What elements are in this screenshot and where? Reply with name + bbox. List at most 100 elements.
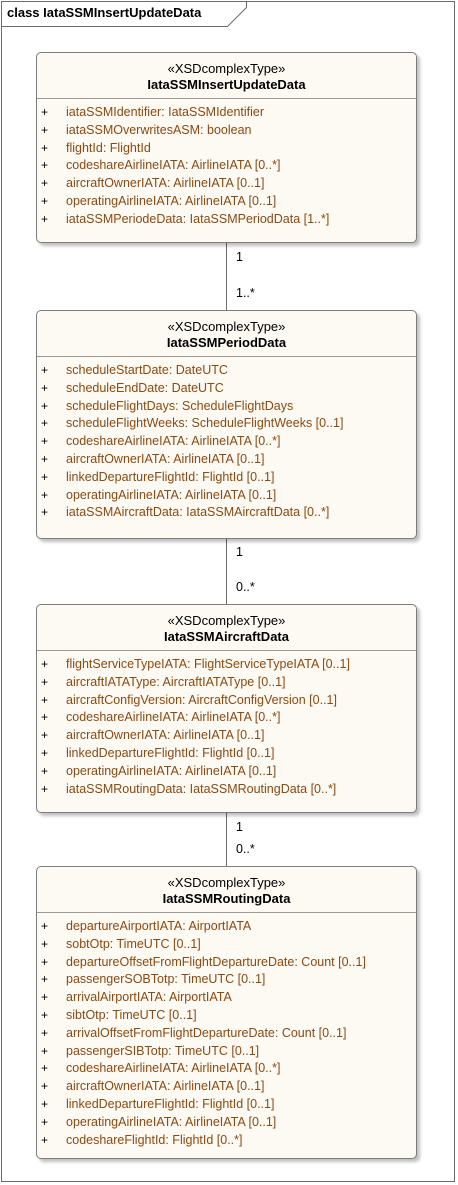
class-name: IataSSMRoutingData [162,891,291,906]
attribute-row[interactable]: +aircraftOwnerIATA: AirlineIATA [0..1] [37,727,416,745]
attribute-text: codeshareAirlineIATA: AirlineIATA [0..*] [66,434,281,449]
visibility-marker: + [41,398,49,413]
attribute-text: arrivalOffsetFromFlightDepartureDate: Co… [66,1025,347,1040]
attribute-text: codeshareAirlineIATA: AirlineIATA [0..*] [66,710,281,725]
attribute-row[interactable]: + codeshareAirlineIATA: AirlineIATA [0..*… [37,709,416,727]
association-1-source-multiplicity: 1 [236,250,243,264]
frame-title: class IataSSMInsertUpdateData [7,5,202,20]
visibility-marker: + [41,416,49,431]
attribute-text: flightId: FlightId [66,140,151,155]
class-header: «XSDcomplexType» IataSSMPeriodData [37,311,416,357]
attribute-row[interactable]: +aircraftOwnerIATA: AirlineIATA [0..1] [37,451,416,469]
association-3-target-multiplicity: 0..* [236,842,255,856]
visibility-marker: + [41,451,49,466]
attribute-text: iataSSMOverwritesASM: boolean [66,122,252,137]
attribute-row[interactable]: +iataSSMAircraftData: IataSSMAircraftDat… [37,504,416,522]
visibility-marker: + [41,380,49,395]
attribute-row[interactable]: +codeshareAirlineIATA: AirlineIATA [0..*… [37,1060,416,1078]
attribute-row[interactable]: +sobtOtp: TimeUTC [0..1] [37,936,416,954]
attribute-row[interactable]: +passengerSOBTotp: TimeUTC [0..1] [37,971,416,989]
attribute-text: linkedDepartureFlightId: FlightId [0..1] [66,469,275,484]
attribute-text: linkedDepartureFlightId: FlightId [0..1] [66,1096,275,1111]
attribute-row[interactable]: +operatingAirlineIATA: AirlineIATA [0..1… [37,193,416,211]
attribute-row[interactable]: +scheduleEndDate: DateUTC [37,380,416,398]
class-box-period-data[interactable]: «XSDcomplexType» IataSSMPeriodData +sche… [36,310,417,539]
visibility-marker: + [41,763,49,778]
attribute-row[interactable]: +aircraftOwnerIATA: AirlineIATA [0..1] [37,1078,416,1096]
visibility-marker: + [41,1096,49,1111]
attribute-row[interactable]: + linkedDepartureFlightId: FlightId [0..1… [37,469,416,487]
class-name: IataSSMInsertUpdateData [147,77,306,92]
attribute-row[interactable]: + sibtOtp: TimeUTC [0..1] [37,1007,416,1025]
attribute-row[interactable]: +aircraftConfigVersion: AircraftConfigVe… [37,692,416,710]
attribute-row[interactable]: +codeshareAirlineIATA: AirlineIATA [0..*… [37,433,416,451]
visibility-marker: + [41,105,49,119]
visibility-marker: + [41,919,49,933]
attribute-row[interactable]: +aircraftOwnerIATA: AirlineIATA [0..1] [37,175,416,193]
attribute-text: scheduleFlightWeeks: ScheduleFlightWeeks… [66,416,344,431]
class-box-routing-data[interactable]: «XSDcomplexType» IataSSMRoutingData +dep… [36,866,417,1159]
visibility-marker: + [41,193,49,208]
visibility-marker: + [41,1079,49,1094]
attribute-row[interactable]: + iataSSMPeriodeData: IataSSMPeriodData [… [37,211,416,229]
attribute-text: codeshareFlightId: FlightId [0..*] [66,1132,243,1147]
visibility-marker: + [41,657,49,671]
visibility-marker: + [41,1007,49,1022]
visibility-marker: + [41,505,49,520]
attribute-text: iataSSMIdentifier: IataSSMIdentifier [66,105,265,119]
attribute-row[interactable]: + scheduleFlightWeeks: ScheduleFlightWeek… [37,415,416,433]
attribute-text: flightServiceTypeIATA: FlightServiceType… [66,657,350,671]
visibility-marker: + [41,469,49,484]
visibility-marker: + [41,936,49,951]
attribute-row[interactable]: +aircraftIATAType: AircraftIATAType [0..… [37,674,416,692]
attribute-row[interactable]: + arrivalOffsetFromFlightDepartureDate: C… [37,1025,416,1043]
attribute-row[interactable]: +departureOffsetFromFlightDepartureDate:… [37,954,416,972]
visibility-marker: + [41,990,49,1005]
class-header: «XSDcomplexType» IataSSMAircraftData [37,605,416,651]
visibility-marker: + [41,1043,49,1058]
attribute-text: aircraftIATAType: AircraftIATAType [0..1… [66,674,286,689]
attribute-row[interactable]: +departureAirportIATA: AirportIATA [37,918,416,936]
attribute-row[interactable]: +linkedDepartureFlightId: FlightId [0..1… [37,745,416,763]
attribute-text: aircraftOwnerIATA: AirlineIATA [0..1] [66,176,265,191]
attribute-row[interactable]: +codeshareAirlineIATA: AirlineIATA [0..*… [37,157,416,175]
attribute-text: scheduleFlightDays: ScheduleFlightDays [66,398,294,413]
attribute-text: passengerSIBTotp: TimeUTC [0..1] [66,1043,260,1058]
attribute-row[interactable]: + iataSSMIdentifier: IataSSMIdentifier [37,104,416,122]
attribute-row[interactable]: +operatingAirlineIATA: AirlineIATA [0..1… [37,487,416,505]
visibility-marker: + [41,692,49,707]
attribute-text: iataSSMPeriodeData: IataSSMPeriodData [1… [66,211,330,226]
visibility-marker: + [41,1114,49,1129]
attribute-list: +scheduleStartDate: DateUTC +scheduleEnd… [37,357,416,522]
attribute-text: codeshareAirlineIATA: AirlineIATA [0..*] [66,1061,281,1076]
visibility-marker: + [41,710,49,725]
attribute-row[interactable]: + flightId: FlightId [37,140,416,158]
class-box-aircraft-data[interactable]: «XSDcomplexType» IataSSMAircraftData + fl… [36,604,417,813]
attribute-text: linkedDepartureFlightId: FlightId [0..1] [66,745,275,760]
class-box-insert-update-data[interactable]: «XSDcomplexType» IataSSMInsertUpdateData… [36,52,417,243]
attribute-list: +departureAirportIATA: AirportIATA +sobt… [37,913,416,1149]
attribute-text: operatingAirlineIATA: AirlineIATA [0..1] [66,763,277,778]
association-1-target-multiplicity: 1..* [236,286,255,300]
attribute-text: sibtOtp: TimeUTC [0..1] [66,1007,197,1022]
attribute-row[interactable]: +arrivalAirportIATA: AirportIATA [37,989,416,1007]
visibility-marker: + [41,140,49,155]
attribute-text: passengerSOBTotp: TimeUTC [0..1] [66,972,266,987]
attribute-row[interactable]: +codeshareFlightId: FlightId [0..*] [37,1132,416,1150]
visibility-marker: + [41,211,49,226]
attribute-row[interactable]: + flightServiceTypeIATA: FlightServiceTyp… [37,656,416,674]
visibility-marker: + [41,781,49,796]
attribute-row[interactable]: + scheduleFlightDays: ScheduleFlightDays [37,398,416,416]
visibility-marker: + [41,1025,49,1040]
attribute-row[interactable]: +iataSSMOverwritesASM: boolean [37,122,416,140]
attribute-row[interactable]: + passengerSIBTotp: TimeUTC [0..1] [37,1043,416,1061]
attribute-row[interactable]: + operatingAirlineIATA: AirlineIATA [0..1… [37,763,416,781]
class-stereotype: «XSDcomplexType» [167,319,286,334]
class-stereotype: «XSDcomplexType» [167,61,286,76]
attribute-row[interactable]: +operatingAirlineIATA: AirlineIATA [0..1… [37,1114,416,1132]
attribute-row[interactable]: +iataSSMRoutingData: IataSSMRoutingData … [37,781,416,799]
class-name: IataSSMPeriodData [166,335,287,350]
attribute-row[interactable]: +scheduleStartDate: DateUTC [37,362,416,380]
attribute-row[interactable]: + linkedDepartureFlightId: FlightId [0..1… [37,1096,416,1114]
